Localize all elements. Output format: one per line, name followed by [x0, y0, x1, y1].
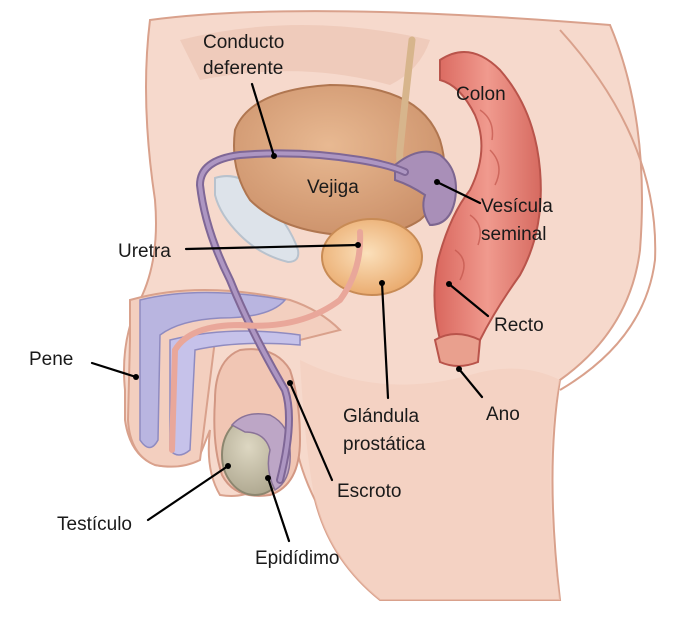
leader-testicle [146, 464, 230, 522]
urethra [169, 229, 364, 453]
leader-dot-urethra [355, 242, 361, 248]
label-penis: Pene [29, 349, 73, 370]
label-colon: Colon [456, 84, 506, 105]
seminal-vesicle [394, 150, 457, 227]
label-rectum: Recto [494, 315, 544, 336]
leader-dot-testicle [225, 463, 231, 469]
leader-dot-penis [133, 374, 139, 380]
leader-penis [90, 361, 138, 379]
perineum [300, 360, 560, 600]
buttock-outline [559, 29, 657, 391]
leader-rectum [447, 282, 490, 318]
label-urethra: Uretra [118, 241, 171, 262]
label-vas-deferens-line2: deferente [203, 58, 283, 79]
label-testicle: Testículo [57, 514, 132, 535]
leader-urethra [184, 243, 360, 251]
abdominal-wall [180, 25, 430, 85]
leader-vas-deferens [250, 82, 276, 158]
label-prostate-line1: Glándula [343, 406, 419, 427]
corpus-cavernosum [139, 291, 287, 449]
prostate-gland [321, 218, 423, 296]
label-prostate-line2: prostática [343, 434, 426, 455]
label-anus: Ano [486, 404, 520, 425]
leader-prostate [380, 281, 390, 400]
leader-dot-anus [456, 366, 462, 372]
leader-dot-vas-deferens [271, 153, 277, 159]
leader-dot-epididymis [265, 475, 271, 481]
epididymis [230, 413, 291, 492]
leader-epididymis [266, 476, 291, 543]
label-scrotum: Escroto [337, 481, 401, 502]
leader-dot-seminal-vesicle [434, 179, 440, 185]
label-bladder: Vejiga [307, 177, 359, 198]
leader-dot-scrotum [287, 380, 293, 386]
label-seminal-vesicle-line2: seminal [481, 224, 546, 245]
vas-deferens-inner [197, 151, 407, 482]
leader-dot-rectum [446, 281, 452, 287]
leader-anus [457, 367, 484, 399]
leader-scrotum [288, 381, 334, 482]
leader-dot-prostate [379, 280, 385, 286]
label-epididymis: Epidídimo [255, 548, 340, 569]
rectum-folds [454, 109, 500, 281]
label-vas-deferens-line1: Conducto [203, 32, 284, 53]
anal-canal [433, 333, 482, 367]
leader-seminal-vesicle [435, 180, 482, 205]
label-seminal-vesicle-line1: Vesícula [481, 196, 553, 217]
